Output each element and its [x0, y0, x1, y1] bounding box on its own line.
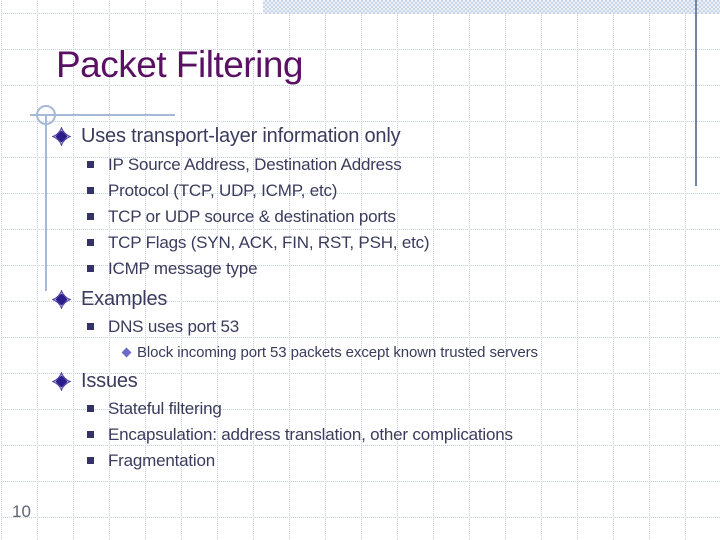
- list-item: Encapsulation: address translation, othe…: [87, 425, 513, 445]
- diamond-bullet-icon: [51, 126, 72, 147]
- section-heading-uses: Uses transport-layer information only: [51, 125, 401, 148]
- heading-text: Examples: [81, 288, 168, 310]
- square-bullet-icon: [87, 161, 94, 168]
- top-band-decoration: [263, 0, 720, 14]
- small-diamond-bullet-icon: [121, 347, 132, 358]
- heading-text: Issues: [81, 370, 138, 392]
- list-item: TCP or UDP source & destination ports: [87, 207, 396, 227]
- heading-text: Uses transport-layer information only: [81, 125, 401, 147]
- right-accent-line: [695, 0, 697, 186]
- list-item: TCP Flags (SYN, ACK, FIN, RST, PSH, etc): [87, 233, 430, 253]
- circle-decoration: [36, 105, 56, 125]
- list-item-text: TCP Flags (SYN, ACK, FIN, RST, PSH, etc): [108, 233, 430, 252]
- list-item-text: Encapsulation: address translation, othe…: [108, 425, 513, 444]
- page-number: 10: [12, 502, 31, 521]
- list-item-text: ICMP message type: [108, 259, 258, 278]
- list-item-text: DNS uses port 53: [108, 317, 239, 336]
- slide-title: Packet Filtering: [56, 44, 304, 85]
- square-bullet-icon: [87, 265, 94, 272]
- list-item: Protocol (TCP, UDP, ICMP, etc): [87, 181, 337, 201]
- square-bullet-icon: [87, 187, 94, 194]
- section-heading-issues: Issues: [51, 370, 138, 393]
- list-item: Stateful filtering: [87, 399, 222, 419]
- sub-list-item-text: Block incoming port 53 packets except kn…: [137, 344, 538, 361]
- list-item: IP Source Address, Destination Address: [87, 155, 402, 175]
- diamond-bullet-icon: [51, 289, 72, 310]
- square-bullet-icon: [87, 213, 94, 220]
- square-bullet-icon: [87, 431, 94, 438]
- sub-list-item: Block incoming port 53 packets except kn…: [121, 344, 538, 361]
- list-item-text: Stateful filtering: [108, 399, 222, 418]
- list-item: ICMP message type: [87, 259, 258, 279]
- square-bullet-icon: [87, 405, 94, 412]
- list-item-text: Fragmentation: [108, 451, 216, 470]
- horizontal-guide-line: [30, 114, 175, 116]
- section-heading-examples: Examples: [51, 288, 168, 311]
- list-item: DNS uses port 53: [87, 317, 239, 337]
- list-item-text: TCP or UDP source & destination ports: [108, 207, 396, 226]
- square-bullet-icon: [87, 323, 94, 330]
- square-bullet-icon: [87, 457, 94, 464]
- square-bullet-icon: [87, 239, 94, 246]
- list-item-text: Protocol (TCP, UDP, ICMP, etc): [108, 181, 338, 200]
- vertical-guide-line: [45, 115, 47, 291]
- list-item: Fragmentation: [87, 451, 215, 471]
- list-item-text: IP Source Address, Destination Address: [108, 155, 402, 174]
- diamond-bullet-icon: [51, 371, 72, 392]
